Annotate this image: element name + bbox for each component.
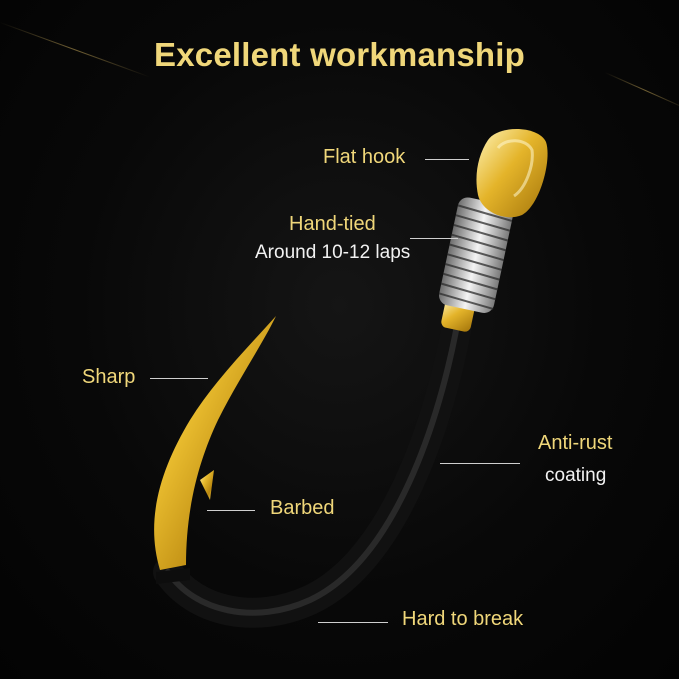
label-hard-to-break: Hard to break bbox=[402, 608, 524, 630]
thread-wrap bbox=[438, 197, 513, 313]
leader-flat-hook bbox=[425, 159, 469, 160]
label-hand-tied: Hand-tied bbox=[289, 213, 376, 235]
label-hand-tied-sub: Around 10-12 laps bbox=[255, 242, 411, 263]
label-sharp: Sharp bbox=[82, 366, 136, 388]
page-title: Excellent workmanship bbox=[154, 36, 525, 73]
leader-sharp bbox=[150, 378, 208, 379]
label-anti-rust-sub: coating bbox=[545, 465, 607, 486]
leader-hand-tied bbox=[410, 238, 458, 239]
leader-anti-rust bbox=[440, 463, 520, 464]
leader-hard-to-break bbox=[318, 622, 388, 623]
label-barbed: Barbed bbox=[270, 497, 335, 519]
label-anti-rust: Anti-rust bbox=[538, 432, 613, 454]
flat-eye bbox=[476, 128, 548, 218]
hook-barb bbox=[200, 470, 214, 500]
leader-barbed bbox=[207, 510, 255, 511]
hook-point bbox=[154, 316, 276, 570]
label-flat-hook: Flat hook bbox=[323, 146, 406, 168]
